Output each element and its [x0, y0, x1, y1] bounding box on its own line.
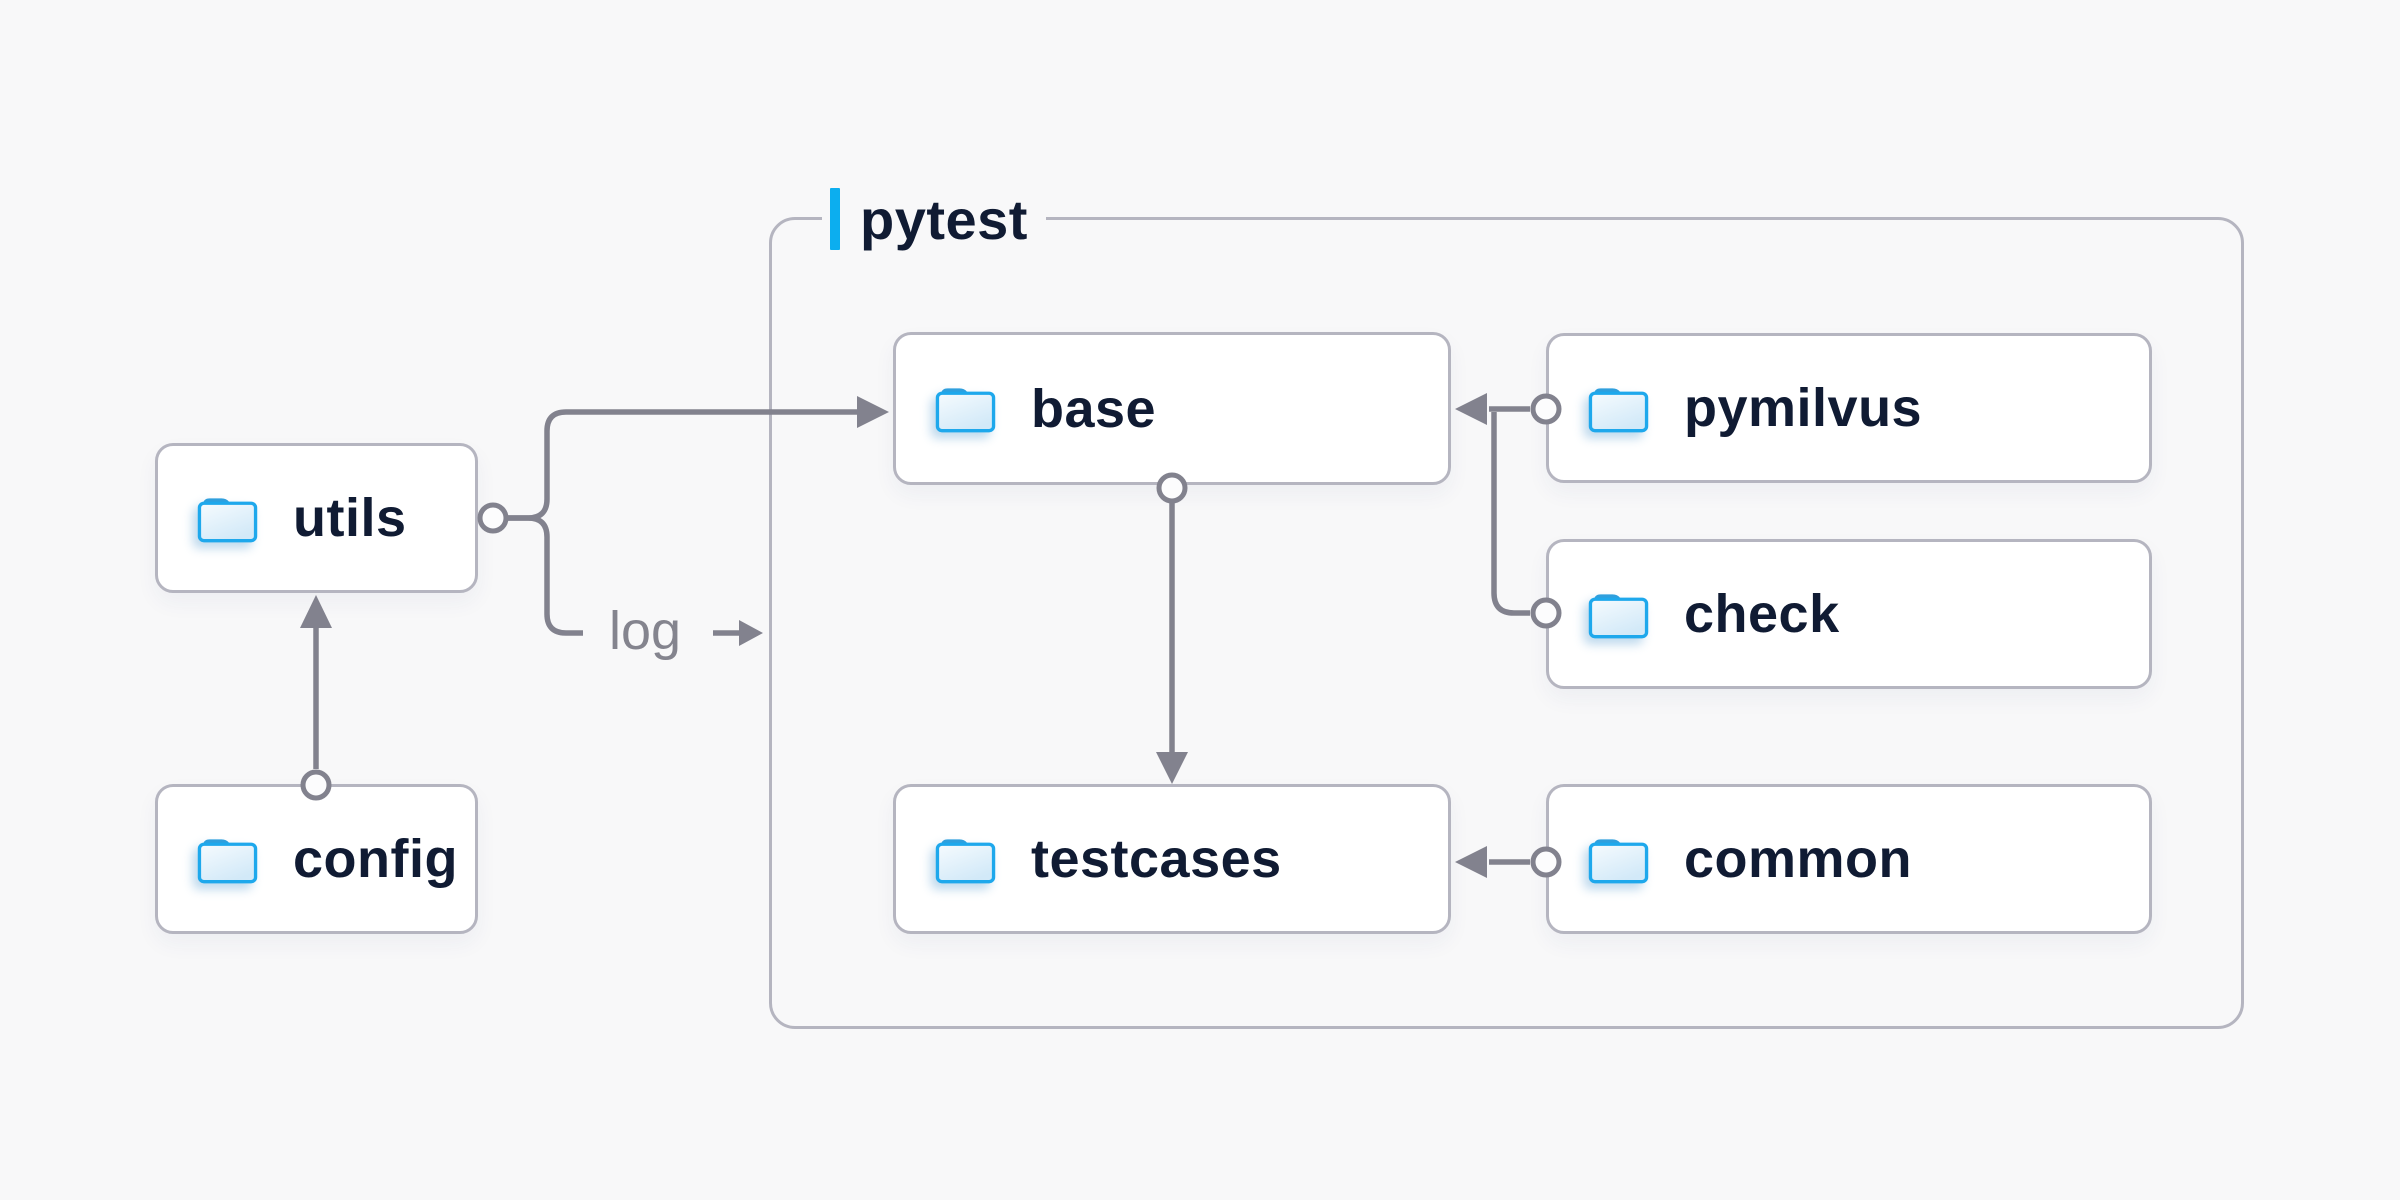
- node-base-label: base: [1031, 378, 1157, 439]
- node-pymilvus: pymilvus: [1546, 333, 2152, 483]
- node-utils-label: utils: [293, 488, 407, 548]
- node-testcases-label: testcases: [1031, 829, 1282, 889]
- arrowhead-up-utils: [300, 595, 332, 628]
- node-pymilvus-label: pymilvus: [1684, 378, 1923, 438]
- arrowhead-right-log: [739, 620, 763, 646]
- folder-icon: [1588, 592, 1649, 638]
- node-common: common: [1546, 784, 2152, 934]
- port-utils-right: [477, 502, 509, 534]
- log-annotation: log: [608, 601, 682, 661]
- edge-utils-log: [506, 515, 583, 636]
- node-base: base: [893, 332, 1451, 485]
- node-common-label: common: [1684, 829, 1913, 889]
- node-config-label: config: [293, 829, 458, 889]
- folder-icon: [1588, 386, 1649, 432]
- node-config: config: [155, 784, 478, 934]
- pytest-label: pytest: [822, 186, 1046, 252]
- node-utils: utils: [155, 443, 478, 593]
- folder-icon: [1588, 837, 1649, 883]
- folder-icon: [935, 386, 996, 433]
- node-testcases: testcases: [893, 784, 1451, 934]
- accent-bar-icon: [830, 188, 840, 250]
- node-check: check: [1546, 539, 2152, 689]
- pytest-title: pytest: [860, 187, 1028, 251]
- pytest-container: pytest: [769, 186, 2244, 1029]
- folder-icon: [197, 837, 258, 883]
- folder-icon: [197, 496, 258, 542]
- folder-icon: [935, 837, 996, 883]
- node-check-label: check: [1684, 584, 1840, 644]
